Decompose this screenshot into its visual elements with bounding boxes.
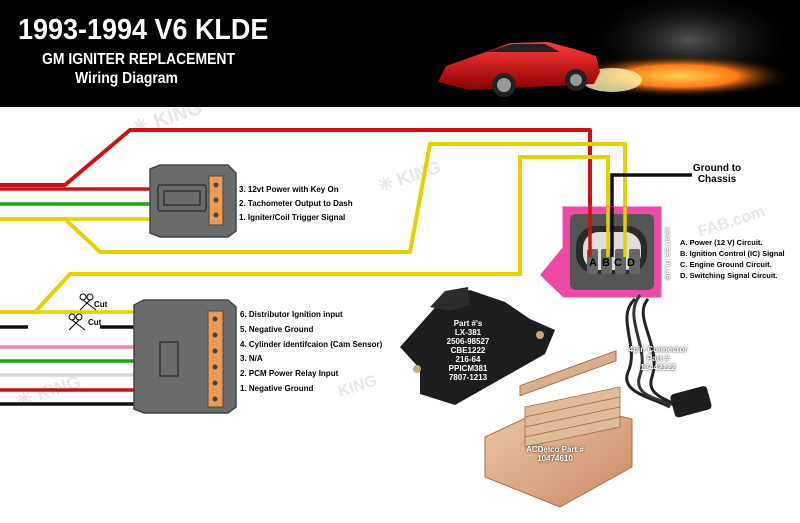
- bottom-connector-wires: [0, 325, 140, 406]
- yellow-bottom-loop: [0, 155, 610, 314]
- module-line-3: CBE1222: [450, 346, 486, 355]
- svg-text:FAB.com: FAB.com: [696, 203, 767, 241]
- igniter-module-image: [400, 287, 555, 405]
- igniter-plug-side-label: IGNITER PLUG: [663, 227, 672, 281]
- header-banner: 1993-1994 V6 KLDE GM IGNITER REPLACEMENT…: [0, 0, 800, 107]
- plug-wires: [588, 207, 627, 257]
- legend-a: A. Power (12 V) Circuit.: [680, 238, 763, 247]
- bottom-pin-1-label: 1. Negative Ground: [240, 384, 314, 393]
- module-line-1: LX-381: [454, 328, 482, 337]
- svg-text:✳ KING: ✳ KING: [375, 157, 443, 196]
- acdelco-line-1: 10474610: [537, 454, 573, 463]
- acdelco-part-image: [484, 350, 633, 508]
- legend-b: B. Ignition Control (IC) Signal: [680, 249, 785, 258]
- top-connector: [149, 164, 237, 238]
- acdelco-line-0: ACDelco Part #: [526, 445, 584, 454]
- acdelco-label: ACDelco Part # 10474610: [520, 445, 590, 463]
- scissors-icon: [68, 293, 97, 331]
- page-title: 1993-1994 V6 KLDE: [18, 14, 269, 46]
- red-car-image: [438, 42, 600, 97]
- legend-d: D. Switching Signal Circuit.: [680, 271, 778, 280]
- bottom-pin-6-label: 6. Distributor Ignition input: [240, 310, 343, 319]
- top-pin-3-label: 3. 12vt Power with Key On: [239, 185, 339, 194]
- pigtail-line-2: 13442122: [640, 363, 676, 372]
- module-line-4: 216-64: [455, 355, 481, 364]
- bottom-pin-4-label: 4. Cylinder identifcaion (Cam Sensor): [240, 340, 383, 349]
- module-line-6: 7807-1213: [448, 373, 488, 382]
- header-art: [438, 0, 800, 98]
- page-subtitle: GM IGNITER REPLACEMENT: [42, 51, 235, 68]
- pigtail-connector-image: [625, 294, 712, 418]
- plug-pin-a: A: [589, 257, 597, 269]
- plug-pin-c: C: [614, 257, 622, 269]
- module-line-5: PPICM381: [448, 364, 488, 373]
- plug-pin-b: B: [602, 257, 610, 269]
- red-wire: [0, 128, 592, 255]
- module-line-2: 2506-98527: [446, 337, 490, 346]
- module-line-0: Part #'s: [453, 319, 483, 328]
- bottom-pin-2-label: 2. PCM Power Relay Input: [240, 369, 339, 378]
- top-connector-wires: [0, 128, 627, 255]
- ground-label: Ground to Chassis: [692, 163, 742, 185]
- pigtail-label: 4pin Connector Part # 13442122: [628, 345, 688, 372]
- svg-text:✳ KING: ✳ KING: [130, 107, 206, 140]
- cut-label-2: Cut: [88, 318, 102, 327]
- ground-label-line2: Chassis: [697, 174, 737, 185]
- wiring-diagram: ✳ KING ✳ KING FAB.com ✳ KING KING: [0, 107, 800, 523]
- ground-label-line1: Ground to: [692, 163, 742, 174]
- top-pin-1-label: 1. Igniter/Coil Trigger Signal: [239, 213, 346, 222]
- pigtail-line-0: 4pin Connector: [628, 345, 688, 354]
- bottom-pin-3-label: 3. N/A: [240, 354, 263, 363]
- module-part-numbers: Part #'s LX-381 2506-98527 CBE1222 216-6…: [438, 319, 498, 382]
- plug-pin-d: D: [627, 257, 635, 269]
- diagram-canvas: ✳ KING ✳ KING FAB.com ✳ KING KING: [0, 107, 767, 508]
- pigtail-line-1: Part #: [646, 354, 670, 363]
- legend-c: C. Engine Ground Circuit.: [680, 260, 772, 269]
- svg-text:KING: KING: [336, 372, 379, 401]
- page-subtitle-2: Wiring Diagram: [75, 70, 178, 87]
- igniter-plug: [540, 206, 662, 298]
- bottom-connector: [133, 299, 237, 414]
- cut-label-1: Cut: [94, 300, 108, 309]
- bottom-pin-5-label: 5. Negative Ground: [240, 325, 314, 334]
- top-pin-2-label: 2. Tachometer Output to Dash: [239, 199, 353, 208]
- plug-legend: A. Power (12 V) Circuit. B. Ignition Con…: [680, 237, 785, 281]
